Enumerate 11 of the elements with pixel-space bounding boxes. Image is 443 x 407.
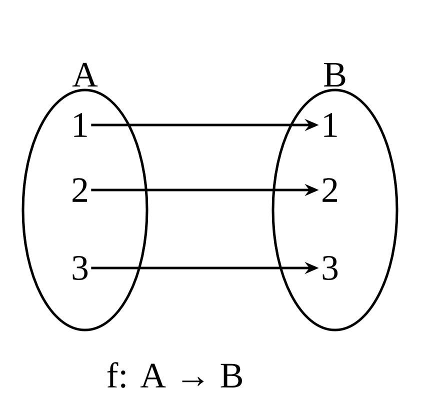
element-label: 3 [322, 256, 338, 280]
set-ellipse [22, 62, 148, 332]
set-label: A [72, 62, 98, 87]
element-label: 2 [322, 178, 337, 202]
set-ellipse [272, 62, 398, 332]
element-label: 1 [74, 113, 87, 137]
set-label: B [324, 62, 346, 87]
element-label: 3 [72, 256, 88, 280]
caption: f: A → B [107, 362, 242, 388]
element-label: 2 [72, 178, 87, 202]
element-label: 1 [324, 113, 337, 137]
